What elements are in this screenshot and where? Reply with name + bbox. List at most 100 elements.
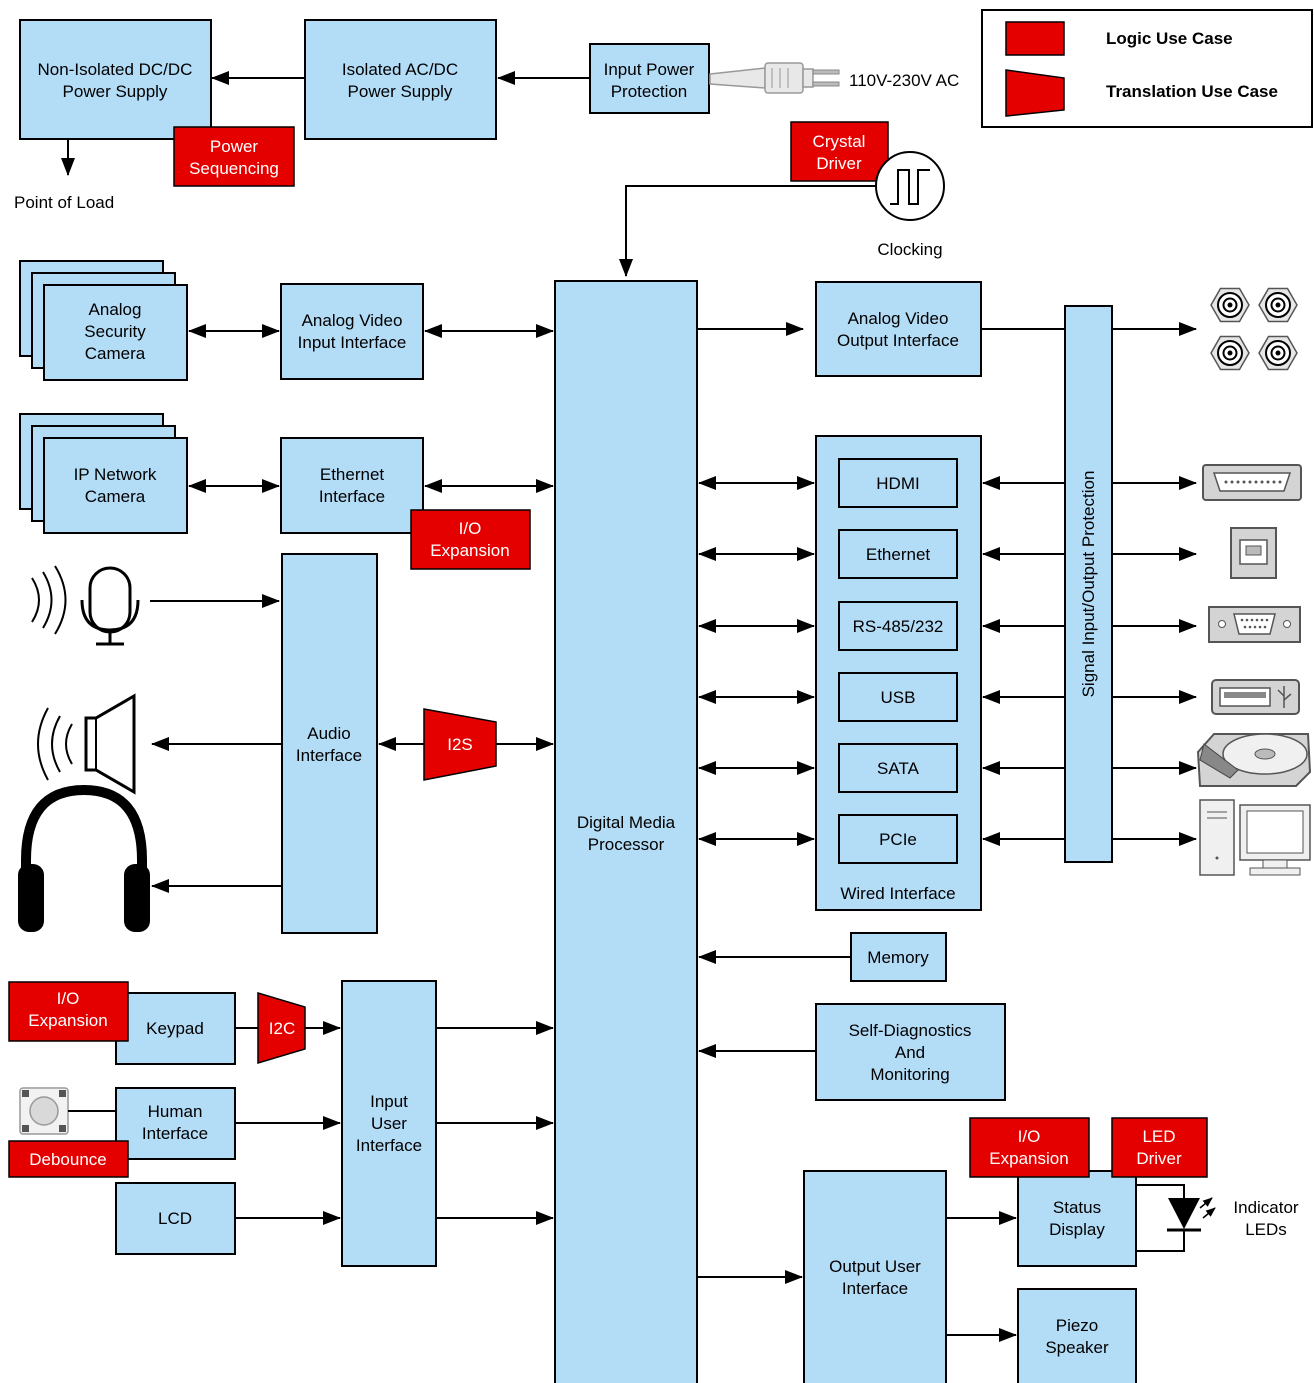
clocking-label: Clocking [877, 240, 942, 259]
power-sequencing-line1: Power [210, 137, 259, 156]
serial-port-icon [1208, 606, 1301, 643]
computer-icon [1199, 799, 1311, 876]
io-expansion-keypad-line2: Expansion [28, 1011, 107, 1030]
non-isolated-dcdc-box [19, 19, 212, 140]
clock-oscillator-icon [875, 151, 945, 221]
digital-media-processor-box [554, 280, 698, 1383]
debounce-label: Debounce [29, 1150, 107, 1169]
hdmi-connector-icon [1202, 464, 1302, 501]
self-diagnostics-line3: Monitoring [870, 1065, 949, 1084]
self-diagnostics-line2: And [895, 1043, 925, 1062]
analog-camera-line1: Analog [89, 300, 142, 319]
analog-video-input-box [280, 283, 424, 380]
wired-item-hdmi-box [838, 458, 958, 508]
indicator-leds-line2: LEDs [1245, 1220, 1287, 1239]
crystal-driver-box [790, 121, 889, 182]
isolated-acdc-box [304, 19, 497, 140]
led-driver-line2: Driver [1136, 1149, 1182, 1168]
legend: Logic Use Case Translation Use Case [981, 9, 1313, 128]
ethernet-interface-line2: Interface [319, 487, 385, 506]
legend-translation-label: Translation Use Case [1106, 82, 1278, 101]
io-expansion-status-line1: I/O [1018, 1127, 1041, 1146]
io-expansion-ethernet-line1: I/O [459, 519, 482, 538]
push-button-icon [19, 1087, 69, 1135]
ethernet-interface-line1: Ethernet [320, 465, 385, 484]
keypad-label: Keypad [146, 1019, 204, 1038]
led-driver-line1: LED [1142, 1127, 1175, 1146]
isolated-acdc-line1: Isolated AC/DC [342, 60, 458, 79]
led-driver-box [1111, 1117, 1208, 1178]
human-interface-line1: Human [148, 1102, 203, 1121]
power-sequencing-box [173, 126, 295, 187]
ip-camera-line2: Camera [85, 487, 146, 506]
piezo-speaker-line1: Piezo [1056, 1316, 1099, 1335]
input-power-protection-line1: Input Power [604, 60, 695, 79]
power-sequencing-line2: Sequencing [189, 159, 279, 178]
status-display-line1: Status [1053, 1198, 1101, 1217]
led-icon [1136, 1184, 1216, 1252]
wired-item-usb-label: USB [881, 688, 916, 707]
wired-item-pcie-label: PCIe [879, 830, 917, 849]
input-power-protection-box [589, 43, 710, 114]
headphones-icon [18, 784, 150, 932]
io-expansion-ethernet-box [410, 509, 531, 570]
wired-item-usb-box [838, 672, 958, 722]
i2c-label: I2C [269, 1019, 295, 1038]
non-isolated-dcdc-line2: Power Supply [63, 82, 168, 101]
self-diagnostics-line1: Self-Diagnostics [849, 1021, 972, 1040]
lcd-label: LCD [158, 1209, 192, 1228]
analog-video-output-line2: Output Interface [837, 331, 959, 350]
wired-item-pcie-box [838, 814, 958, 864]
input-power-protection-line2: Protection [611, 82, 688, 101]
analog-video-input-line2: Input Interface [298, 333, 407, 352]
indicator-leds-line1: Indicator [1233, 1198, 1299, 1217]
keypad-box [115, 992, 236, 1065]
audio-interface-box [281, 553, 378, 934]
io-expansion-status-line2: Expansion [989, 1149, 1068, 1168]
analog-video-output-line1: Analog Video [848, 309, 949, 328]
wired-item-ethernet-label: Ethernet [866, 545, 931, 564]
crystal-driver-line1: Crystal [813, 132, 866, 151]
hard-drive-icon [1196, 733, 1312, 787]
io-expansion-keypad-box [8, 981, 129, 1042]
legend-logic-label: Logic Use Case [1106, 29, 1233, 48]
crystal-driver-line2: Driver [816, 154, 862, 173]
ac-plug-icon [709, 62, 840, 94]
input-user-interface-line1: Input [370, 1092, 408, 1111]
wired-item-sata-box [838, 743, 958, 793]
io-expansion-ethernet-line2: Expansion [430, 541, 509, 560]
io-expansion-keypad-line1: I/O [57, 989, 80, 1008]
ethernet-port-icon [1230, 527, 1277, 579]
signal-io-protection-box [1064, 305, 1113, 863]
ac-input-label: 110V-230V AC [849, 71, 959, 90]
human-interface-line2: Interface [142, 1124, 208, 1143]
wired-interface-label: Wired Interface [840, 884, 955, 903]
status-display-line2: Display [1049, 1220, 1105, 1239]
signal-io-protection-label: Signal Input/Output Protection [1079, 471, 1098, 698]
processor-line2: Processor [588, 835, 665, 854]
analog-camera-line2: Security [84, 322, 146, 341]
microphone-icon [31, 565, 140, 646]
io-expansion-status-box [969, 1117, 1090, 1178]
i2s-translator [423, 708, 497, 781]
wired-item-rs-485-232-label: RS-485/232 [853, 617, 944, 636]
status-display-box [1017, 1170, 1137, 1267]
ethernet-interface-box [280, 437, 424, 534]
legend-translation-swatch [1005, 69, 1065, 117]
isolated-acdc-line2: Power Supply [348, 82, 453, 101]
audio-interface-line2: Interface [296, 746, 362, 765]
analog-camera-box [43, 284, 188, 381]
memory-box [850, 932, 947, 982]
input-user-interface-line3: Interface [356, 1136, 422, 1155]
point-of-load-label: Point of Load [14, 193, 114, 212]
memory-label: Memory [867, 948, 929, 967]
wired-item-sata-label: SATA [877, 759, 920, 778]
non-isolated-dcdc-line1: Non-Isolated DC/DC [38, 60, 193, 79]
legend-logic-swatch [1005, 21, 1065, 56]
human-interface-box [115, 1087, 236, 1160]
wired-item-ethernet-box [838, 529, 958, 579]
analog-camera-line3: Camera [85, 344, 146, 363]
ip-camera-box [43, 437, 188, 534]
audio-interface-line1: Audio [307, 724, 350, 743]
